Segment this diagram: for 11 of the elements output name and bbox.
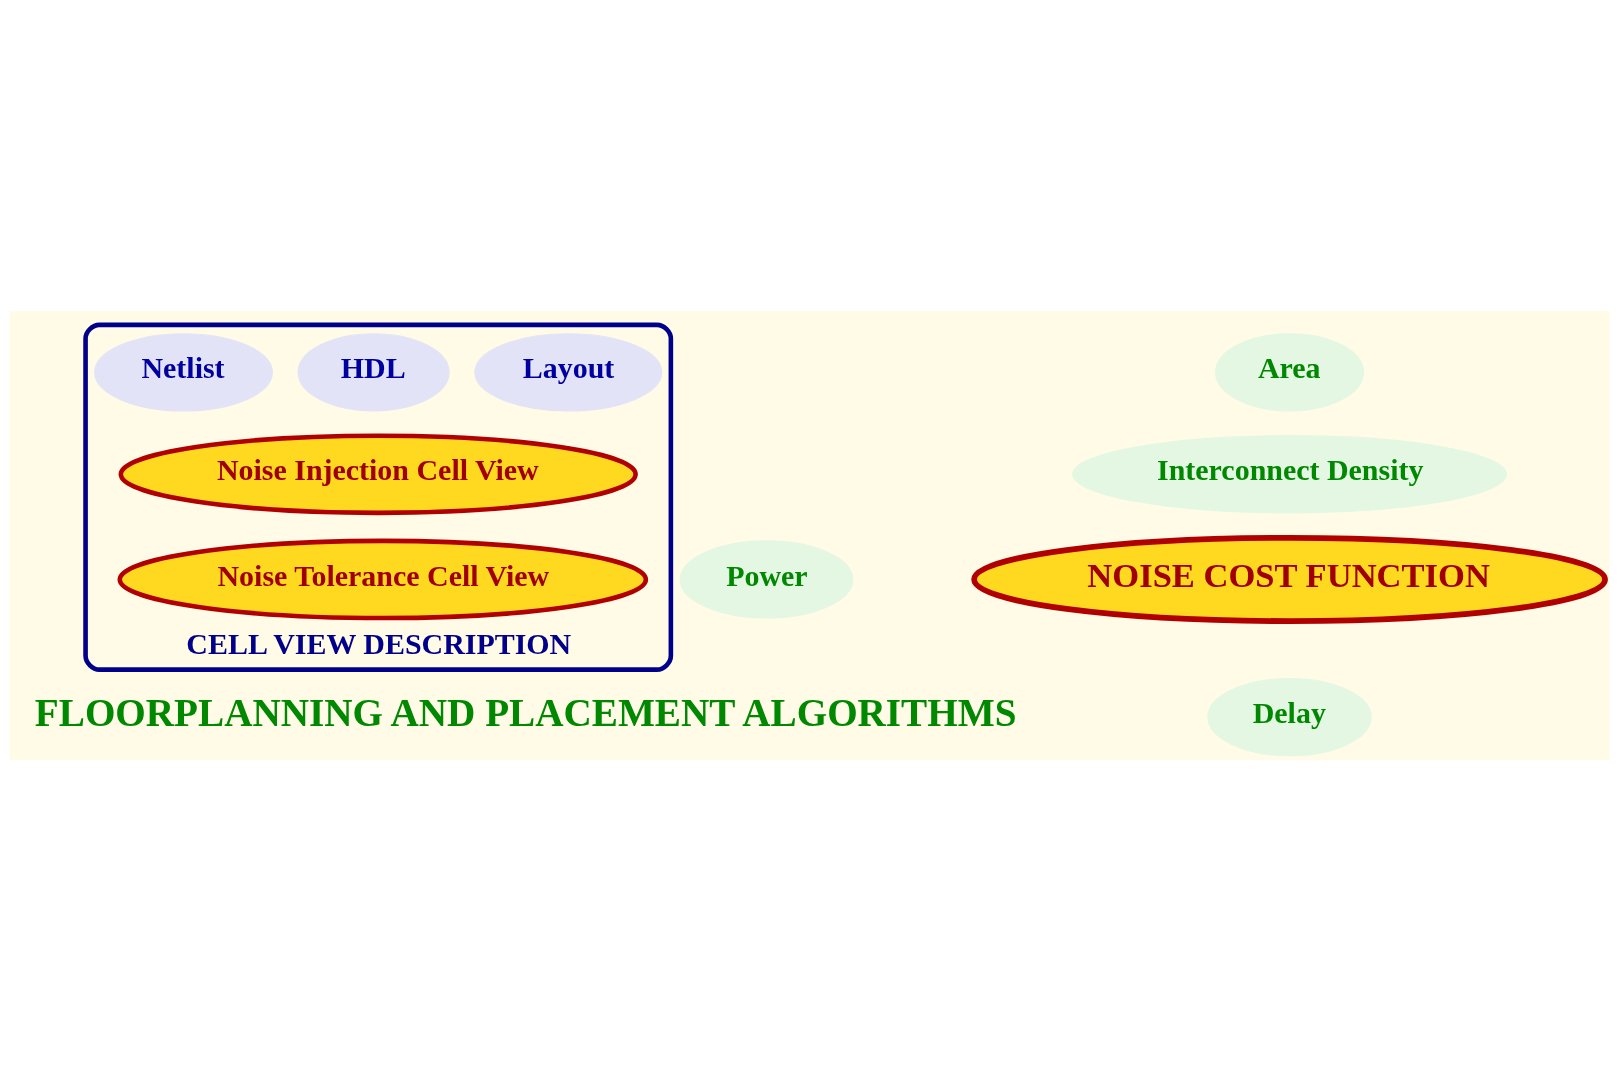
label: FLOORPLANNING AND PLACEMENT ALGORITHMS (34, 690, 1017, 734)
node-ellipse: Delay (1207, 677, 1372, 757)
node-ellipse: NOISE COST FUNCTION (971, 534, 1608, 624)
node-ellipse: Noise Tolerance Cell View (117, 538, 649, 621)
node-ellipse: Layout (474, 333, 663, 412)
node-ellipse: HDL (297, 333, 450, 412)
node-ellipse: Power (679, 540, 854, 619)
node-ellipse: Interconnect Density (1072, 435, 1507, 514)
node-ellipse: Netlist (94, 333, 273, 412)
node-ellipse: Area (1215, 333, 1365, 412)
node-ellipse: Noise Injection Cell View (118, 433, 638, 516)
